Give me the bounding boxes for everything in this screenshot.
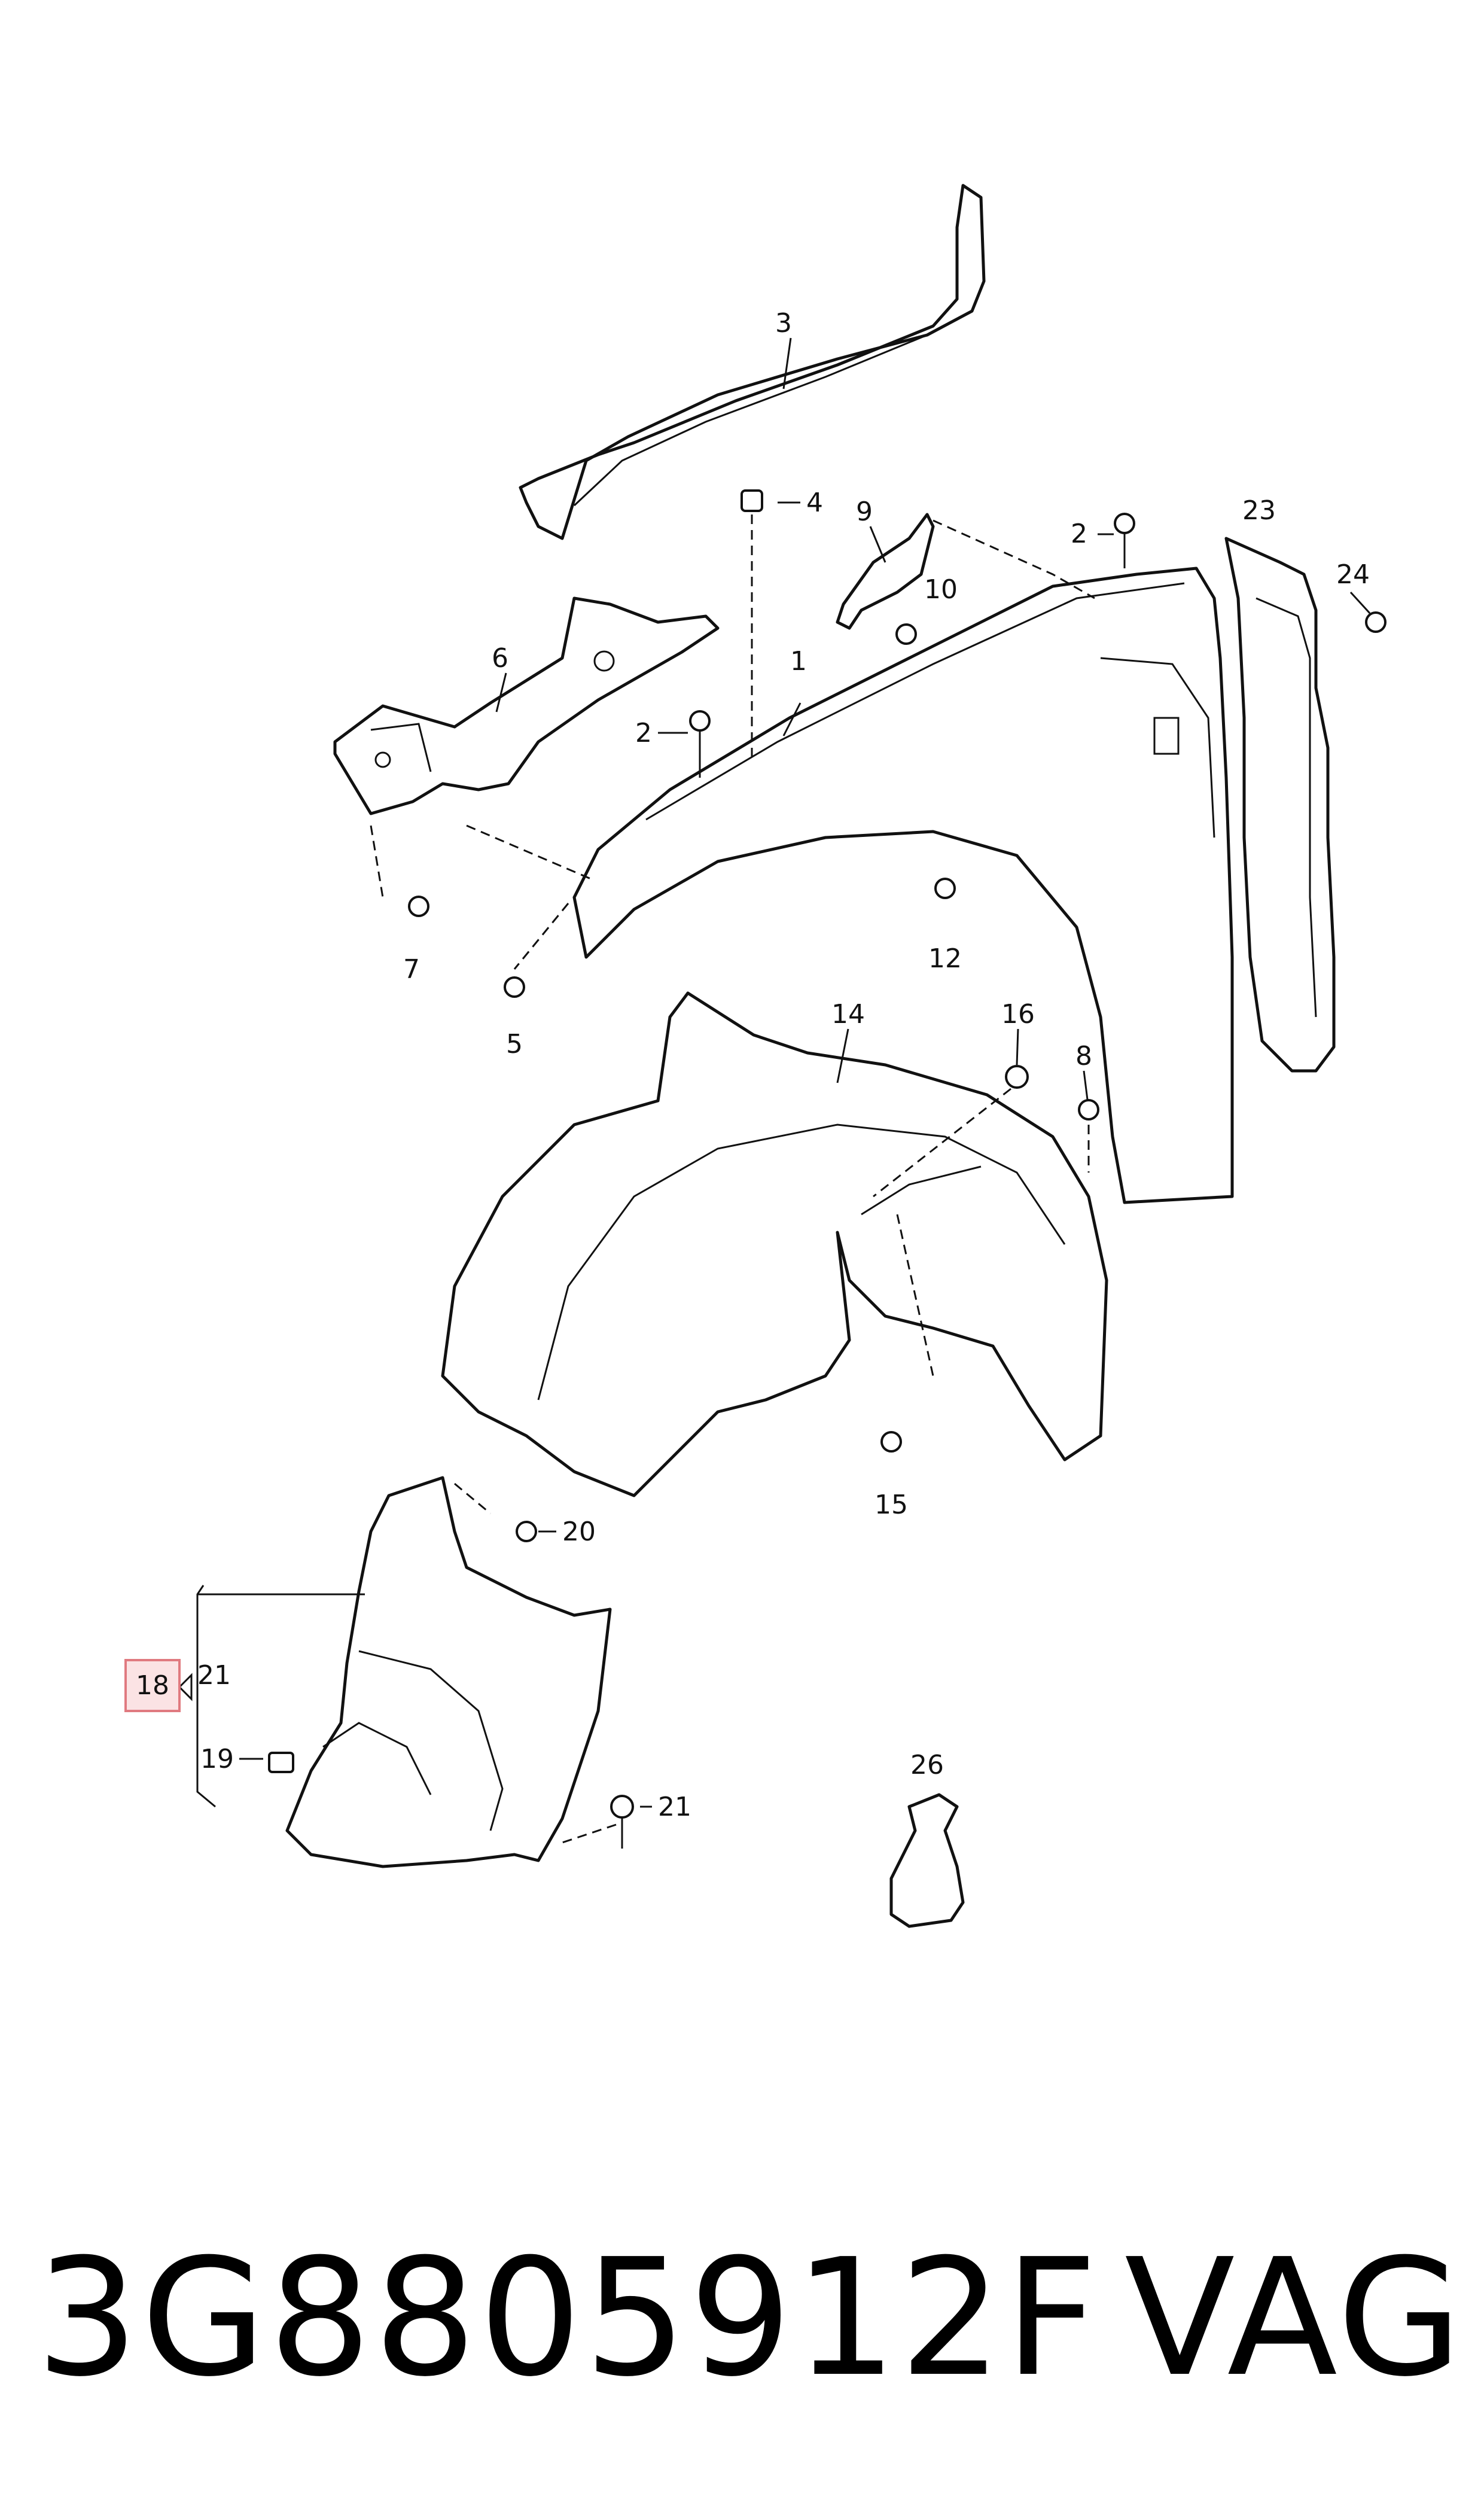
brand-name: VAG	[1125, 2224, 1465, 2412]
bolt-2-upper	[1114, 513, 1135, 568]
callout-23: 23	[1242, 495, 1276, 526]
part-3-rail	[519, 184, 986, 540]
bolt-12	[934, 878, 956, 899]
part-23-panel	[1224, 537, 1336, 1073]
part-26-pouch	[889, 1793, 965, 1928]
bolt-2-left	[689, 710, 711, 778]
callout-4: 4	[806, 488, 823, 518]
bolt-10	[895, 623, 917, 645]
bolt-5	[504, 976, 525, 998]
part-6-bracket	[333, 596, 720, 815]
callout-6: 6	[492, 643, 508, 674]
callout-12: 12	[928, 943, 962, 974]
callout-2-upper: 2	[1071, 519, 1087, 549]
callout-26: 26	[910, 1750, 944, 1780]
part-14-arch-liner	[441, 991, 1108, 1497]
bolt-15	[880, 1431, 902, 1453]
callout-14: 14	[831, 999, 865, 1030]
callout-2-left: 2	[635, 718, 652, 748]
callout-9: 9	[856, 497, 873, 527]
callout-21-right: 21	[658, 1792, 691, 1822]
clip-4	[741, 489, 763, 512]
callout-20: 20	[562, 1517, 596, 1547]
bolt-8	[1078, 1099, 1099, 1121]
part-number: 3G8805912F	[36, 2224, 1100, 2412]
part-9-bracket	[836, 513, 935, 630]
part-21-lower-liner	[285, 1476, 612, 1868]
part-1-fender	[572, 567, 1234, 1204]
callout-15: 15	[874, 1490, 908, 1520]
callout-1: 1	[790, 646, 807, 677]
bolt-20	[516, 1521, 537, 1542]
callout-5: 5	[506, 1029, 523, 1059]
callout-18-box[interactable]: 18	[124, 1659, 181, 1712]
assembly-lines	[370, 514, 1095, 1844]
clip-16	[1005, 1065, 1029, 1089]
callout-18: 18	[136, 1670, 169, 1701]
callout-16: 16	[1001, 999, 1035, 1030]
callout-3: 3	[775, 308, 792, 339]
callout-21-left: 21	[197, 1660, 231, 1691]
callout-10: 10	[924, 574, 958, 605]
bolt-24	[1365, 611, 1387, 633]
callout-19: 19	[200, 1744, 234, 1774]
clip-21	[610, 1795, 634, 1849]
leader-lines	[178, 337, 1371, 1808]
callout-24: 24	[1336, 559, 1370, 590]
callout-7: 7	[403, 954, 420, 985]
clip-19	[268, 1752, 294, 1773]
highlight-box	[124, 1659, 181, 1712]
fasteners	[268, 489, 1387, 1849]
callout-labels: 3 4 9 2 23 10 24 6 1 2 7 12 5 14 16 8 15…	[124, 308, 1370, 1822]
bolt-7	[408, 896, 429, 917]
callout-8: 8	[1075, 1041, 1092, 1071]
